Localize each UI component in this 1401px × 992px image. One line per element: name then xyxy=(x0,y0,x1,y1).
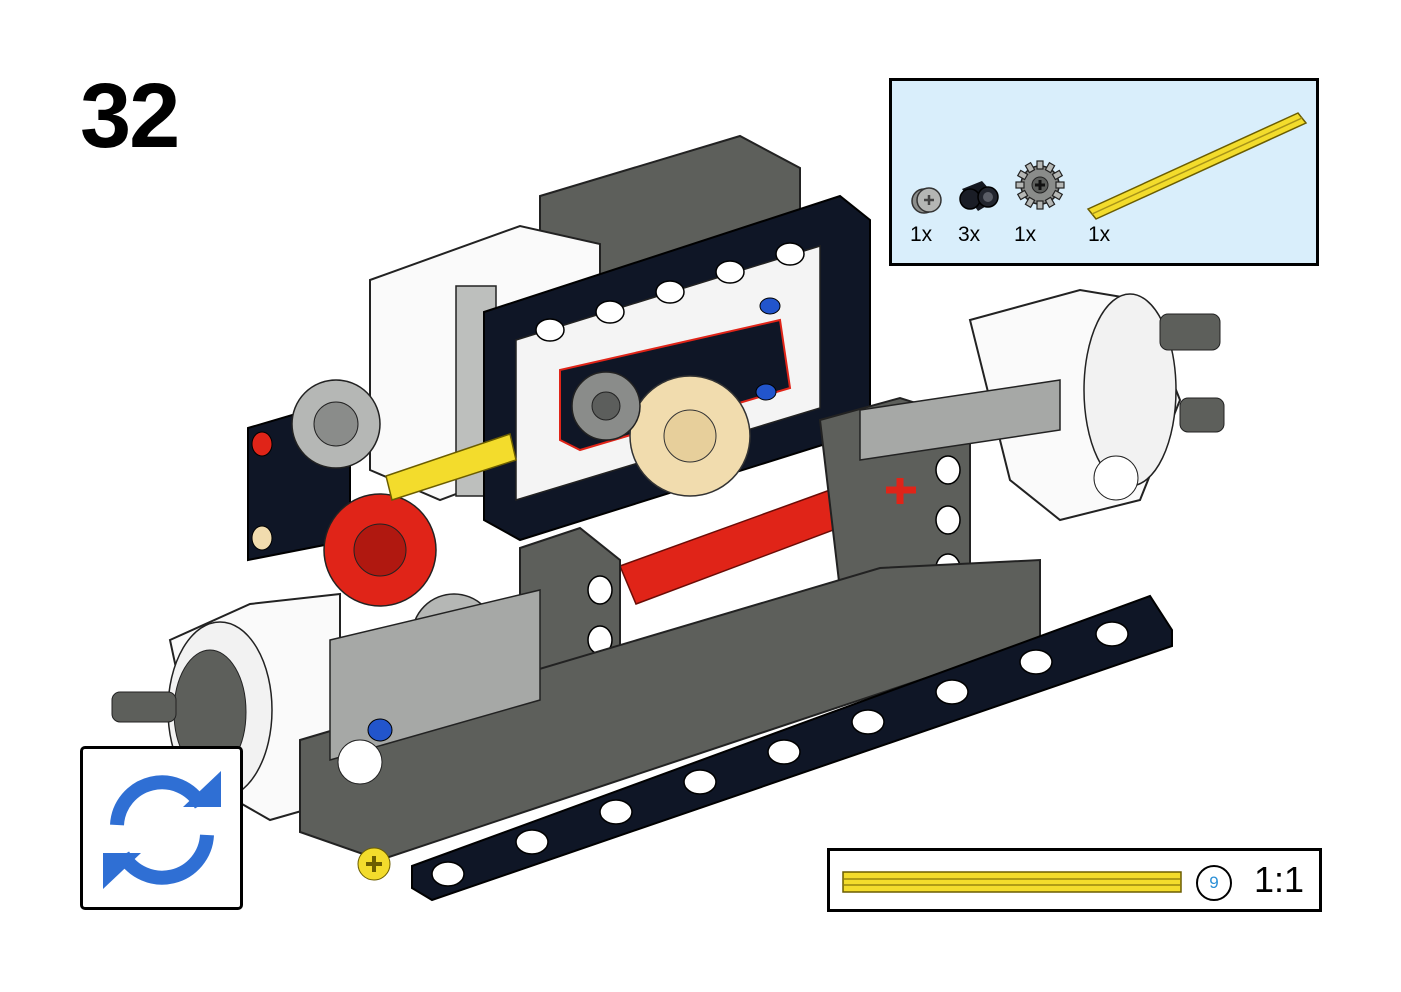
part-count-2: 3x xyxy=(958,223,981,246)
scale-ratio: 1:1 xyxy=(1254,859,1305,900)
gear-12-tooth-bevel-icon xyxy=(1014,159,1066,216)
part-count-3: 1x xyxy=(1014,223,1037,246)
scale-length-badge: 9 xyxy=(1196,865,1232,901)
rotate-indicator xyxy=(80,746,243,910)
axle-scale-icon xyxy=(842,871,1182,898)
step-number: 32 xyxy=(80,65,180,167)
bush-half-icon xyxy=(910,185,946,220)
part-count-4: 1x xyxy=(1088,223,1111,246)
rotate-model-icon xyxy=(103,771,221,889)
part-count-1: 1x xyxy=(910,223,933,246)
pin-connector-icon xyxy=(956,177,1002,222)
scale-callout: 9 1:1 xyxy=(827,848,1322,912)
axle-yellow-icon xyxy=(1082,105,1312,226)
parts-callout: 1x 3x xyxy=(889,78,1319,266)
